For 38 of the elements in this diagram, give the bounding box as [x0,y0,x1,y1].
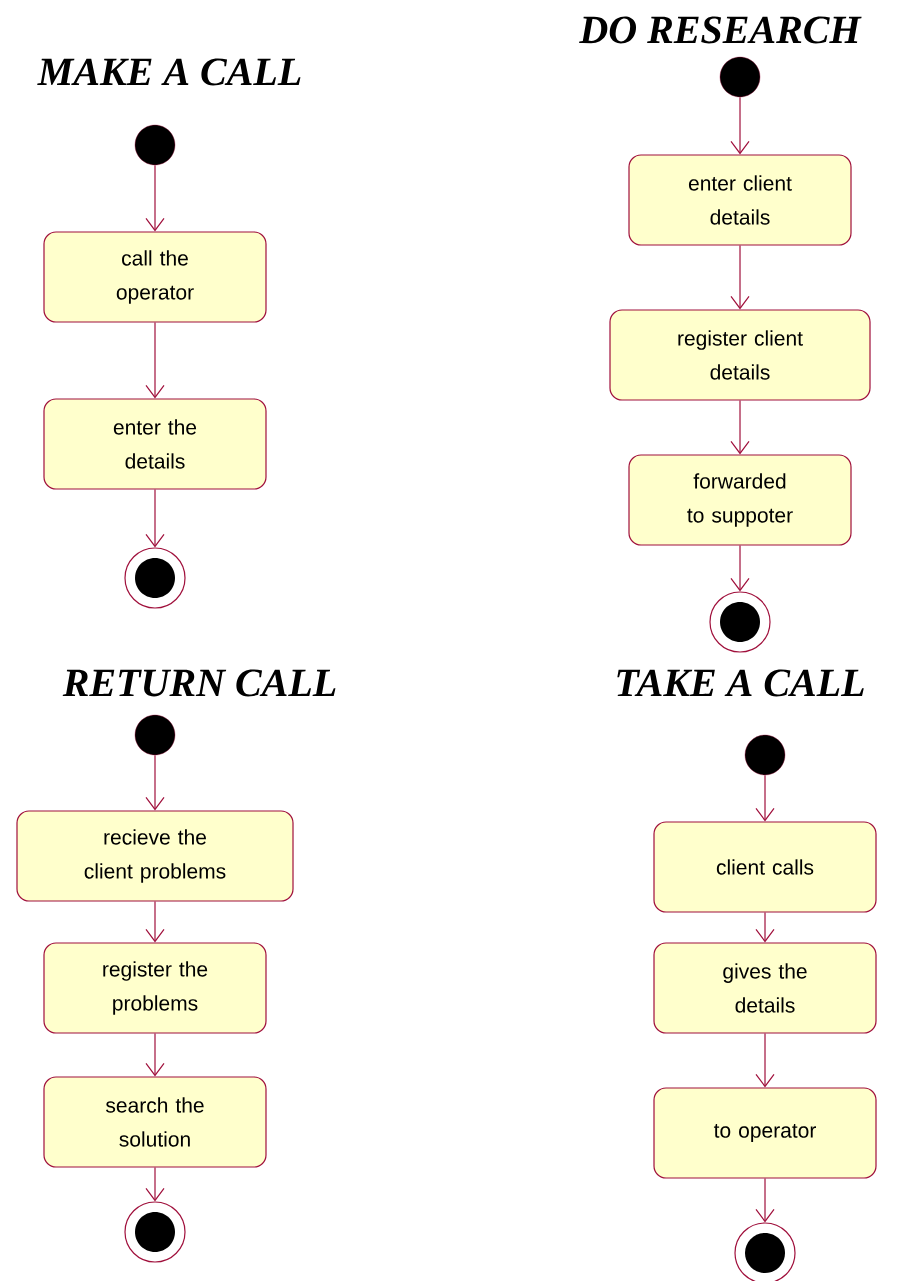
arrow [145,754,165,811]
arrow [145,1033,165,1077]
action-box: recieve the client problems [16,810,294,902]
initial-state [134,714,176,756]
action-box: search the solution [43,1076,267,1168]
action-box: to operator [653,1087,877,1179]
arrow [730,545,750,592]
arrow [755,1033,775,1088]
arrow [730,245,750,310]
initial-state [134,124,176,166]
arrow [730,96,750,155]
section-heading: MAKE A CALL [37,58,301,86]
final-state [709,591,771,653]
action-box: register the problems [43,942,267,1034]
final-state [124,1201,186,1263]
final-state [734,1222,796,1281]
final-state [124,547,186,609]
arrow [755,912,775,943]
arrow [145,1167,165,1202]
section-heading: TAKE A CALL [617,669,864,697]
action-box: enter the details [43,398,267,490]
initial-state [744,734,786,776]
section-heading: DO RESEARCH [579,16,862,44]
action-box: call the operator [43,231,267,323]
arrow [730,400,750,455]
arrow [145,322,165,399]
action-box: forwarded to suppoter [628,454,852,546]
action-box: enter client details [628,154,852,246]
action-box: gives the details [653,942,877,1034]
section-heading: RETURN CALL [62,669,336,697]
action-box: register client details [609,309,871,401]
arrow [145,489,165,548]
arrow [755,774,775,822]
action-box: client calls [653,821,877,913]
arrow [145,901,165,943]
arrow [145,164,165,232]
initial-state [719,56,761,98]
arrow [755,1178,775,1223]
